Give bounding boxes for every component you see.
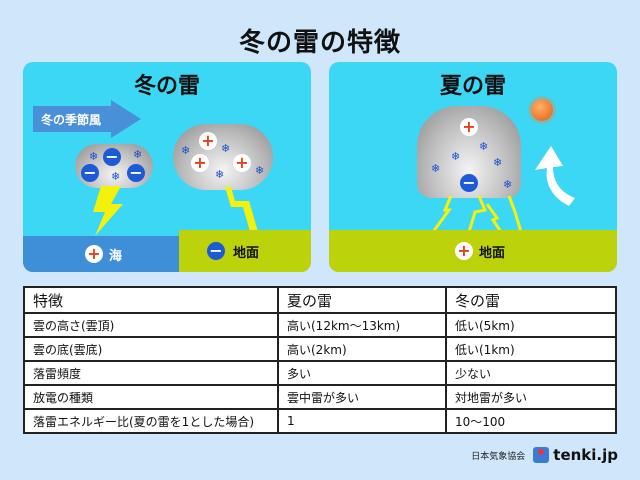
sun-icon xyxy=(531,99,553,121)
snowflake-icon: ❄ xyxy=(89,150,99,163)
minus-charge-icon: − xyxy=(103,148,121,166)
table-cell: 低い(5km) xyxy=(445,312,617,338)
minus-charge-icon: − xyxy=(127,164,145,182)
table-row: 雲の底(雲底) 高い(2km) 低い(1km) xyxy=(23,336,617,362)
plus-charge-icon: + xyxy=(233,154,251,172)
snowflake-icon: ❄ xyxy=(111,170,121,183)
plus-charge-icon: + xyxy=(460,118,478,136)
ground-area: + 地面 xyxy=(329,230,617,272)
plus-charge-icon: + xyxy=(191,154,209,172)
snowflake-icon: ❄ xyxy=(493,156,503,169)
table-row: 雲の高さ(雲頂) 高い(12km〜13km) 低い(5km) xyxy=(23,312,617,338)
summer-panel-title: 夏の雷 xyxy=(439,74,506,99)
table-cell: 対地雷が多い xyxy=(445,384,617,410)
header-cell: 冬の雷 xyxy=(445,286,617,314)
table-row: 落雷エネルギー比(夏の雷を1とした場合) 1 10〜100 xyxy=(23,408,617,434)
snowflake-icon: ❄ xyxy=(503,178,513,191)
snowflake-icon: ❄ xyxy=(431,162,441,175)
organization-name: 日本気象協会 xyxy=(471,451,526,462)
plus-charge-icon: + xyxy=(455,242,473,260)
table-row: 落雷頻度 多い 少ない xyxy=(23,360,617,386)
page-title: 冬の雷の特徴 xyxy=(238,28,401,58)
ground-label: 地面 xyxy=(233,246,260,261)
table-cell: 高い(12km〜13km) xyxy=(277,312,447,338)
lightning-bolt-icon xyxy=(93,186,123,236)
rising-air-arrow-icon xyxy=(535,146,575,206)
table-cell: 少ない xyxy=(445,360,617,386)
table-cell: 雲の高さ(雲頂) xyxy=(23,312,279,338)
table-cell: 雲中雷が多い xyxy=(277,384,447,410)
table-cell: 雲の底(雲底) xyxy=(23,336,279,362)
sea-area: + 海 xyxy=(23,236,179,272)
comparison-table: 特徴 夏の雷 冬の雷 雲の高さ(雲頂) 高い(12km〜13km) 低い(5km… xyxy=(23,286,617,434)
table-header-row: 特徴 夏の雷 冬の雷 xyxy=(23,286,617,314)
cumulonimbus-cloud-icon: + − ❄ ❄ ❄ ❄ ❄ xyxy=(417,106,521,198)
small-cloud-icon: − − − ❄ ❄ ❄ xyxy=(75,144,153,188)
snowflake-icon: ❄ xyxy=(479,140,489,153)
snowflake-icon: ❄ xyxy=(221,142,231,155)
minus-charge-icon: − xyxy=(81,164,99,182)
winter-panel-title: 冬の雷 xyxy=(133,74,200,99)
snowflake-icon: ❄ xyxy=(215,168,225,181)
minus-charge-icon: − xyxy=(207,242,225,260)
snowflake-icon: ❄ xyxy=(181,144,191,157)
tenki-logo[interactable]: tenki.jp xyxy=(533,446,618,464)
large-cloud-icon: + + + ❄ ❄ ❄ ❄ xyxy=(173,124,273,190)
tenki-cube-icon xyxy=(533,447,550,463)
ground-area: − 地面 xyxy=(179,230,311,272)
table-cell: 1 xyxy=(277,408,447,434)
plus-charge-icon: + xyxy=(199,132,217,150)
table-cell: 低い(1km) xyxy=(445,336,617,362)
ground-label: 地面 xyxy=(479,246,506,261)
table-cell: 落雷エネルギー比(夏の雷を1とした場合) xyxy=(23,408,279,434)
lightning-bolt-icon xyxy=(431,196,523,232)
snowflake-icon: ❄ xyxy=(133,148,143,161)
seasonal-wind-arrow-icon: 冬の季節風 xyxy=(33,100,141,138)
lightning-bolt-icon xyxy=(225,187,259,235)
logo-text: tenki.jp xyxy=(553,446,618,464)
wind-label: 冬の季節風 xyxy=(41,113,102,127)
table-cell: 10〜100 xyxy=(445,408,617,434)
snowflake-icon: ❄ xyxy=(451,150,461,163)
table-cell: 多い xyxy=(277,360,447,386)
table-row: 放電の種類 雲中雷が多い 対地雷が多い xyxy=(23,384,617,410)
summer-lightning-panel: 夏の雷 + − ❄ ❄ ❄ ❄ ❄ + 地面 xyxy=(329,62,617,272)
header-cell: 夏の雷 xyxy=(277,286,447,314)
table-cell: 落雷頻度 xyxy=(23,360,279,386)
table-cell: 放電の種類 xyxy=(23,384,279,410)
header-cell: 特徴 xyxy=(23,286,279,314)
sea-label: 海 xyxy=(109,249,123,264)
plus-charge-icon: + xyxy=(85,245,103,263)
footer: 日本気象協会 tenki.jp xyxy=(471,446,618,464)
table-cell: 高い(2km) xyxy=(277,336,447,362)
minus-charge-icon: − xyxy=(460,174,478,192)
snowflake-icon: ❄ xyxy=(255,164,265,177)
winter-lightning-panel: 冬の雷 冬の季節風 − − − ❄ ❄ ❄ + + + ❄ ❄ ❄ ❄ + 海 … xyxy=(23,62,311,272)
